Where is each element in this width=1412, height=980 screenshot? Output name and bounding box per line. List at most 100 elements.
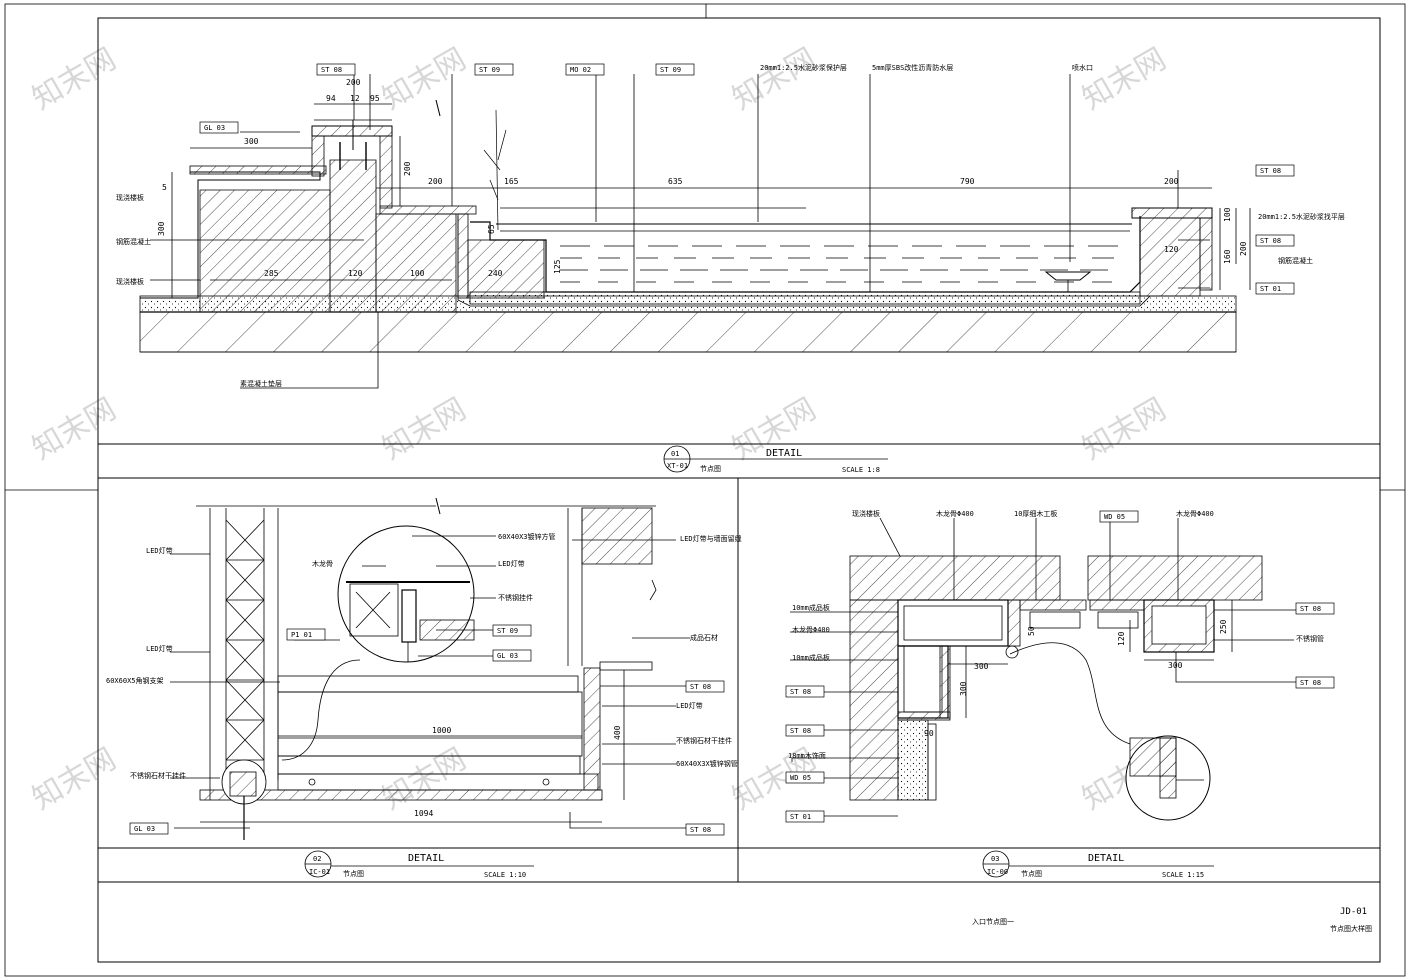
dim-label: 200 <box>403 161 412 176</box>
dim-label: 200 <box>1239 241 1248 256</box>
detail-ref: XT-01 <box>667 462 688 470</box>
detail-01-drawing <box>139 74 1251 389</box>
note-text: 喷水口 <box>1072 63 1093 72</box>
tag-st01: ST 01 <box>1260 285 1281 293</box>
detail-03-tags <box>785 510 1335 823</box>
detail-02-drawing <box>170 497 690 840</box>
sheet-title: 入口节点图一 <box>972 918 1014 926</box>
dim-label: 95 <box>370 94 380 103</box>
tag-st09: ST 09 <box>479 66 500 74</box>
detail-02-tag-labels: P1 01 ST 09 GL 03 ST 08 GL 03 ST 08 <box>134 627 711 834</box>
note-text: 钢筋混凝土 <box>1278 256 1313 265</box>
dim-label: 120 <box>348 269 363 278</box>
tag-st01: ST 01 <box>790 813 811 821</box>
watermark-text: 知末网 <box>727 42 822 117</box>
watermark-text: 知末网 <box>27 392 122 467</box>
tag-st08: ST 08 <box>790 688 811 696</box>
detail-scale: SCALE 1:15 <box>1162 871 1204 879</box>
tag-st08: ST 08 <box>690 826 711 834</box>
note-text: 60X40X3镀锌方管 <box>498 532 556 541</box>
note-text: LED灯带 <box>146 546 173 555</box>
dim-label: 200 <box>1164 177 1179 186</box>
note-text: 不锈钢石材干挂件 <box>676 736 732 745</box>
watermark-text: 知末网 <box>377 392 472 467</box>
note-text: LED灯带 <box>498 559 525 568</box>
note-text: 木龙骨Φ400 <box>936 509 974 518</box>
dim-label: 65 <box>487 224 496 234</box>
detail-02-tags <box>129 624 725 836</box>
watermark-text: 知末网 <box>1077 392 1172 467</box>
detail-ref: IC-01 <box>309 868 330 876</box>
dim-label: 90 <box>924 729 934 738</box>
note-text: 60X60X5角钢支架 <box>106 676 164 685</box>
watermark-text: 知末网 <box>1077 42 1172 117</box>
detail-03-tag-labels: WD 05 ST 08 ST 08 ST 08 ST 08 WD 05 ST 0… <box>790 513 1321 821</box>
tag-p101: P1 01 <box>291 631 312 639</box>
dim-label: 240 <box>488 269 503 278</box>
watermark-text: 知末网 <box>377 742 472 817</box>
dim-label: 160 <box>1223 249 1232 264</box>
detail-scale: SCALE 1:8 <box>842 466 880 474</box>
tag-st08: ST 08 <box>1260 167 1281 175</box>
dim-label: 790 <box>960 177 975 186</box>
note-text: 木龙骨 <box>312 559 333 568</box>
dim-label: 125 <box>553 259 562 274</box>
tag-gl03: GL 03 <box>134 825 155 833</box>
detail-title: DETAIL <box>766 448 802 459</box>
dim-label: 1000 <box>432 726 451 735</box>
sheet-footer: 入口节点图一 JD-01 节点图大样图 <box>972 907 1372 933</box>
note-text: 5mm厚SBS改性沥青防水层 <box>872 63 953 72</box>
note-text: 60X40X3X镀锌钢管 <box>676 759 738 768</box>
dim-label: 250 <box>1219 619 1228 634</box>
watermark-text: 知末网 <box>377 42 472 117</box>
detail-number: 02 <box>313 855 321 863</box>
detail-03-drawing <box>790 517 1296 821</box>
note-text: 10厚细木工板 <box>1014 509 1057 518</box>
dim-label: 635 <box>668 177 683 186</box>
detail-02-dims: 1000 1094 400 <box>414 725 622 818</box>
note-text: LED灯带 <box>676 701 703 710</box>
detail-subtitle: 节点图 <box>700 465 721 473</box>
detail-01-title-block: 01 XT-01 DETAIL 节点图 SCALE 1:8 <box>663 445 888 474</box>
detail-title: DETAIL <box>1088 853 1124 864</box>
dim-label: 1094 <box>414 809 433 818</box>
note-text: 现浇楼板 <box>116 277 144 286</box>
detail-03-notes: 现浇楼板 木龙骨Φ400 10厚细木工板 木龙骨Φ400 10mm成品板 木龙骨… <box>788 509 1324 760</box>
dim-label: 12 <box>350 94 360 103</box>
note-text: 现浇楼板 <box>852 509 880 518</box>
dim-label: 300 <box>1168 661 1183 670</box>
note-text: 现浇楼板 <box>116 193 144 202</box>
note-text: 18mm木饰面 <box>788 751 826 760</box>
dim-label: 300 <box>959 681 968 696</box>
detail-number: 03 <box>991 855 999 863</box>
dim-label: 120 <box>1164 245 1179 254</box>
tag-st08: ST 08 <box>690 683 711 691</box>
dim-label: 400 <box>613 725 622 740</box>
tag-st08: ST 08 <box>790 727 811 735</box>
note-text: 不锈钢管 <box>1296 634 1324 643</box>
detail-subtitle: 节点图 <box>1021 870 1042 878</box>
sheet-code: 节点图大样图 <box>1330 924 1372 933</box>
detail-02-notes: LED灯带 LED灯带 60X60X5角钢支架 不锈钢石材干挂件 60X40X3… <box>106 532 742 780</box>
tag-mo02: MO 02 <box>570 66 591 74</box>
tag-st08: ST 08 <box>1260 237 1281 245</box>
dim-label: 300 <box>157 221 166 236</box>
dim-label: 300 <box>244 137 259 146</box>
sheet-frame <box>4 3 1406 977</box>
detail-subtitle: 节点图 <box>343 870 364 878</box>
tag-st08: ST 08 <box>1300 679 1321 687</box>
detail-03-title-block: 03 IC-00 DETAIL 节点图 SCALE 1:15 <box>982 850 1214 879</box>
note-text: 素混凝土垫层 <box>240 379 282 388</box>
dim-label: 300 <box>974 662 989 671</box>
note-text: 钢筋混凝土 <box>116 237 151 246</box>
dim-label: 120 <box>1117 631 1126 646</box>
note-text: 10mm成品板 <box>792 653 830 662</box>
detail-scale: SCALE 1:10 <box>484 871 526 879</box>
tag-st08: ST 08 <box>321 66 342 74</box>
detail-title: DETAIL <box>408 853 444 864</box>
tag-st09: ST 09 <box>497 627 518 635</box>
dim-label: 5 <box>162 183 167 192</box>
detail-02-title-block: 02 IC-01 DETAIL 节点图 SCALE 1:10 <box>304 850 534 879</box>
note-text: 20mm1:2.5水泥砂浆保护层 <box>760 63 847 72</box>
dim-label: 100 <box>1223 207 1232 222</box>
